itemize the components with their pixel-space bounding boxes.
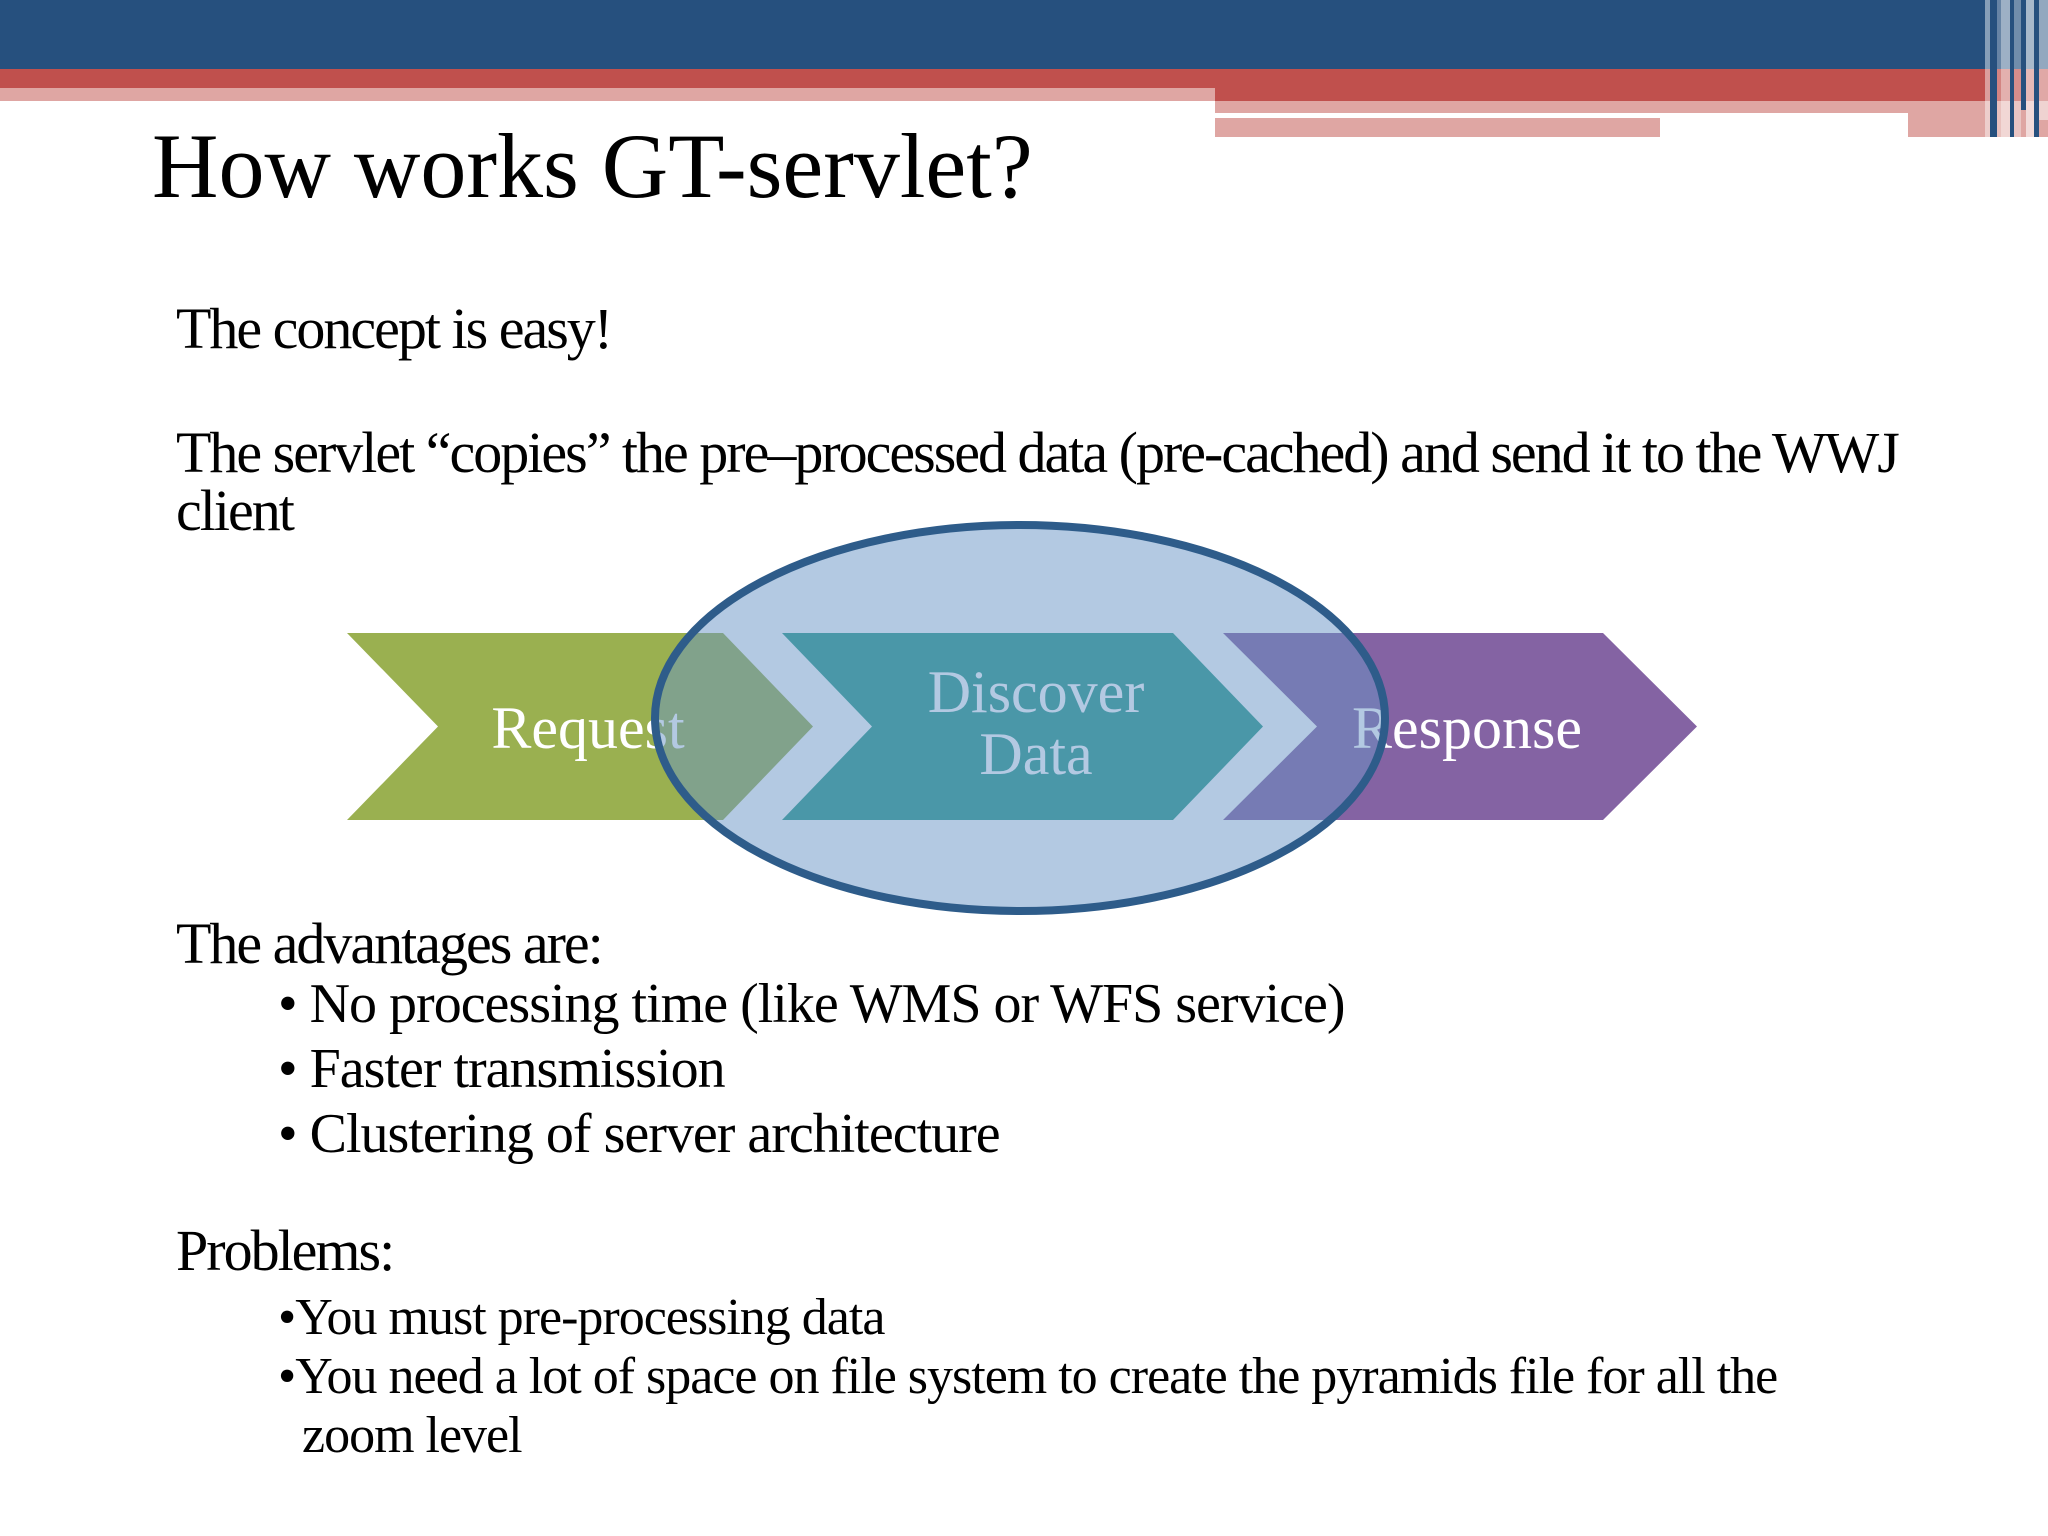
banner-pink-stripe-right-upper — [1215, 101, 2048, 113]
advantages-list: • No processing time (like WMS or WFS se… — [278, 972, 1345, 1167]
bullet-item: • Faster transmission — [278, 1038, 726, 1100]
paragraph-servlet: The servlet “copies” the pre–processed d… — [176, 420, 1900, 543]
banner-pink-stripe-left — [0, 88, 1215, 101]
bullet-item: • Clustering of server architecture — [278, 1103, 1001, 1165]
problems-heading: Problems: — [176, 1218, 395, 1283]
bullet-item: •You need a lot of space on file system … — [278, 1348, 1778, 1405]
problems-list: •You must pre-processing data •You need … — [278, 1288, 1778, 1465]
banner-white-gap — [1215, 113, 1908, 118]
corner-stripe — [2021, 0, 2026, 110]
corner-stripe — [1990, 0, 1997, 137]
bullet-item-continuation: zoom level — [302, 1407, 523, 1464]
corner-stripe — [2026, 0, 2034, 137]
slide-title: How works GT-servlet? — [152, 115, 1033, 217]
bullet-item: • No processing time (like WMS or WFS se… — [278, 973, 1345, 1035]
banner-pink-block-corner — [1908, 113, 2048, 137]
banner-blue-bar — [0, 0, 2048, 69]
paragraph-concept: The concept is easy! — [176, 296, 613, 361]
label-response: Response — [1352, 695, 1582, 761]
paragraph-servlet-line2: client — [176, 478, 295, 543]
corner-stripe — [2001, 0, 2010, 137]
corner-stripe — [2034, 0, 2039, 137]
corner-stripe — [2010, 0, 2014, 137]
paragraph-servlet-line1: The servlet “copies” the pre–processed d… — [176, 420, 1900, 485]
bullet-item: •You must pre-processing data — [278, 1289, 885, 1346]
advantages-heading: The advantages are: — [176, 911, 604, 976]
highlight-ellipse-overlay — [651, 521, 1389, 915]
corner-stripe — [2039, 0, 2048, 120]
corner-stripe — [1985, 0, 1990, 137]
banner-pink-stripe-right-lower — [1215, 118, 1660, 137]
corner-stripe — [1997, 0, 2001, 137]
corner-stripe — [2014, 0, 2021, 137]
